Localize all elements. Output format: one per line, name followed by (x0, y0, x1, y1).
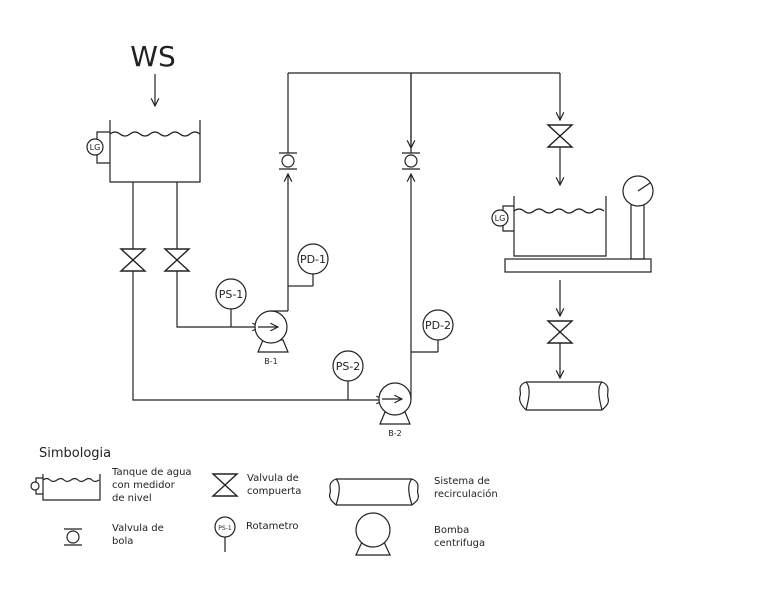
pipe-to-b1 (176, 271, 260, 327)
ps1-label: PS-1 (219, 288, 244, 301)
legend-tank-icon (30, 474, 101, 501)
pd2-label: PD-2 (425, 319, 451, 332)
rotameter-ps2 (332, 350, 364, 382)
legend-pump-icon (355, 512, 391, 556)
legend-recirculation-icon (329, 478, 419, 506)
svg-text:PS-1: PS-1 (218, 525, 232, 532)
scale-platform (504, 258, 652, 273)
level-gauge-1 (86, 138, 104, 156)
b1-label: B-1 (264, 357, 277, 366)
gate-valve-2 (163, 248, 191, 272)
legend-rotameter-text: Rotametro (246, 521, 299, 532)
weighing-tank: LG (491, 175, 654, 273)
supply-tank: LG (86, 120, 201, 183)
ws-label: WS (130, 40, 175, 73)
legend-gate-valve-text: Valvula de compuerta (247, 473, 302, 497)
lg1-label: LG (90, 143, 101, 152)
legend-title: Simbologia (39, 446, 111, 461)
pump-b2 (378, 382, 412, 425)
pipe-to-b2 (132, 271, 384, 400)
legend-tank-text: Tanque de agua con medidor de nivel (111, 467, 195, 504)
gate-valve-4 (546, 320, 574, 344)
rotameter-ps1 (215, 278, 247, 310)
ball-valve-2 (402, 152, 420, 170)
recirculation-pipe (519, 381, 609, 411)
gate-valve-1 (119, 248, 147, 272)
level-gauge-2 (491, 209, 509, 227)
lg2-label: LG (495, 214, 506, 223)
b2-label: B-2 (388, 429, 401, 438)
ps2-label: PS-2 (336, 360, 361, 373)
legend-gate-valve-icon (211, 473, 239, 497)
gate-valve-3 (546, 124, 574, 148)
pump-b1 (254, 310, 289, 353)
legend-pump-text: Bomba centrifuga (434, 525, 485, 549)
pd1-label: PD-1 (300, 253, 326, 266)
ball-valve-1 (279, 152, 297, 170)
legend-recirculation-text: Sistema de recirculación (434, 476, 498, 500)
legend-rotameter-icon: PS-1 (214, 516, 236, 552)
legend-ball-valve-text: Valvula de bola (112, 523, 167, 547)
legend-ball-valve-icon (64, 528, 82, 546)
pressure-pd2 (422, 309, 454, 341)
